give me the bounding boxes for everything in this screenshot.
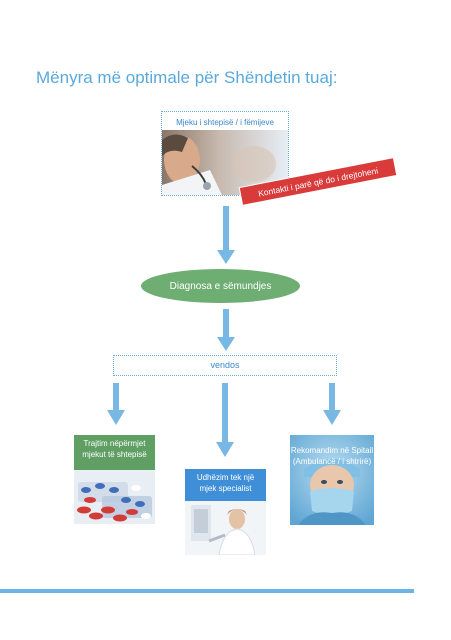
specialist-doctor-photo [185,501,266,555]
hospital-label: Rekomandim në Spitail (Ambulancë / i sht… [290,445,374,467]
down-arrow-icon [107,383,125,425]
decide-label: vendos [210,360,240,370]
diagnosis-node: Diagnosa e sëmundjes [141,269,300,303]
hospital-label-line1: Rekomandim në Spitail [290,446,374,455]
down-arrow-icon [217,309,235,351]
specialist-label: Udhëzim tek një mjek specialist [185,469,266,501]
down-arrow-icon [323,383,341,425]
treatment-label-line1: Trajtim nëpërmjet [83,439,146,448]
pills-photo [74,470,155,524]
bottom-bar [0,589,414,593]
family-doctor-box [161,111,289,196]
specialist-label-line1: Udhëzim tek një [196,473,255,482]
hospital-label-line2: (Ambulancë / i shtrirë) [292,457,372,466]
decide-box [113,355,337,376]
down-arrow-icon [216,383,234,457]
treatment-label: Trajtim nëpërmjet mjekut të shtepisë [74,435,155,470]
specialist-label-line2: mjek specialist [199,484,252,493]
treatment-label-line2: mjekut të shtepisë [82,450,147,459]
down-arrow-icon [217,206,235,264]
page-title: Mënyra më optimale për Shëndetin tuaj: [36,68,338,87]
family-doctor-label: Mjeku i shtepisë / i fëmijeve [176,118,274,127]
